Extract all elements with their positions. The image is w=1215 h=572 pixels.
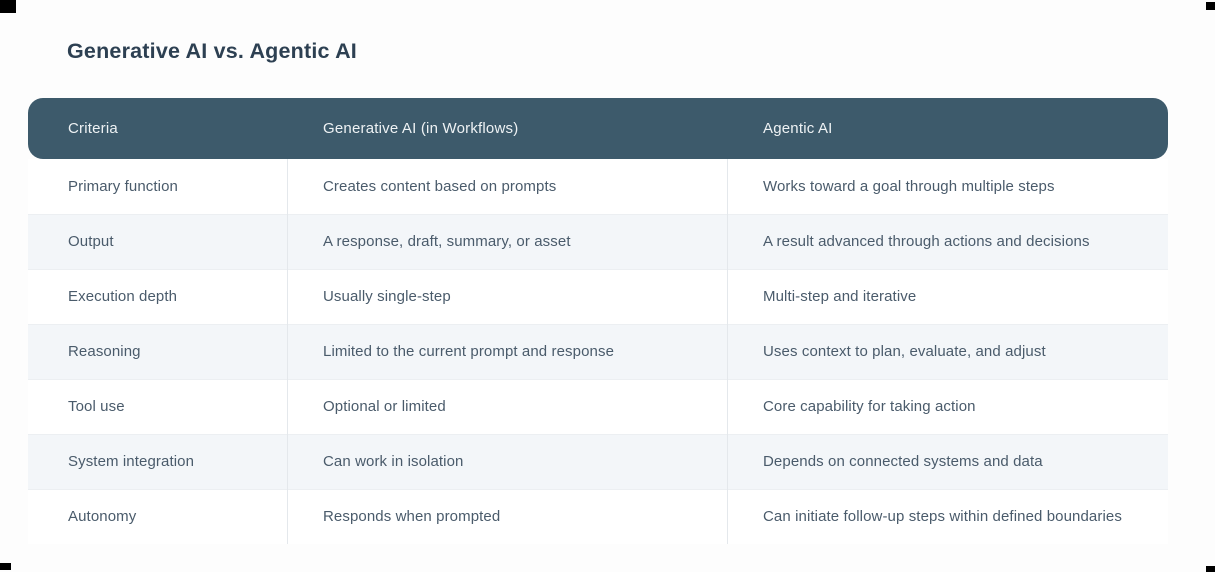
table-row: Output A response, draft, summary, or as… [28, 214, 1168, 269]
cell-agentic: Depends on connected systems and data [727, 434, 1168, 489]
corner-mark-bottom-left [0, 563, 11, 570]
comparison-table: Criteria Generative AI (in Workflows) Ag… [28, 98, 1168, 544]
table-row: Tool use Optional or limited Core capabi… [28, 379, 1168, 434]
cell-criteria: Reasoning [68, 343, 141, 360]
cell-agentic: Multi-step and iterative [727, 269, 1168, 324]
cell-generative: Limited to the current prompt and respon… [287, 324, 727, 379]
cell-criteria: System integration [68, 453, 195, 470]
cell-agentic: Can initiate follow-up steps within defi… [727, 489, 1168, 544]
table-row: Primary function Creates content based o… [28, 159, 1168, 214]
cell-criteria: Autonomy [68, 508, 137, 525]
corner-mark-bottom-right [1206, 566, 1215, 572]
cell-criteria: Primary function [68, 178, 178, 195]
cell-generative: Responds when prompted [287, 489, 727, 544]
table-row: Reasoning Limited to the current prompt … [28, 324, 1168, 379]
cell-criteria: Tool use [68, 398, 125, 415]
corner-mark-top-left [0, 0, 16, 13]
cell-generative: Usually single-step [287, 269, 727, 324]
cell-agentic: Uses context to plan, evaluate, and adju… [727, 324, 1168, 379]
cell-criteria: Output [68, 233, 114, 250]
cell-generative: Optional or limited [287, 379, 727, 434]
cell-generative: Creates content based on prompts [287, 159, 727, 214]
table-body: Primary function Creates content based o… [28, 159, 1168, 544]
cell-agentic: Core capability for taking action [727, 379, 1168, 434]
cell-generative: A response, draft, summary, or asset [287, 214, 727, 269]
table-row: Autonomy Responds when prompted Can init… [28, 489, 1168, 544]
corner-mark-top-right [1206, 2, 1215, 10]
cell-agentic: A result advanced through actions and de… [727, 214, 1168, 269]
page-title: Generative AI vs. Agentic AI [67, 39, 357, 63]
table-header-row: Criteria Generative AI (in Workflows) Ag… [28, 98, 1168, 159]
column-header-generative: Generative AI (in Workflows) [323, 120, 519, 137]
cell-generative: Can work in isolation [287, 434, 727, 489]
table-row: Execution depth Usually single-step Mult… [28, 269, 1168, 324]
column-header-agentic: Agentic AI [763, 120, 833, 137]
cell-criteria: Execution depth [68, 288, 178, 305]
table-row: System integration Can work in isolation… [28, 434, 1168, 489]
cell-agentic: Works toward a goal through multiple ste… [727, 159, 1168, 214]
column-header-criteria: Criteria [68, 120, 118, 137]
